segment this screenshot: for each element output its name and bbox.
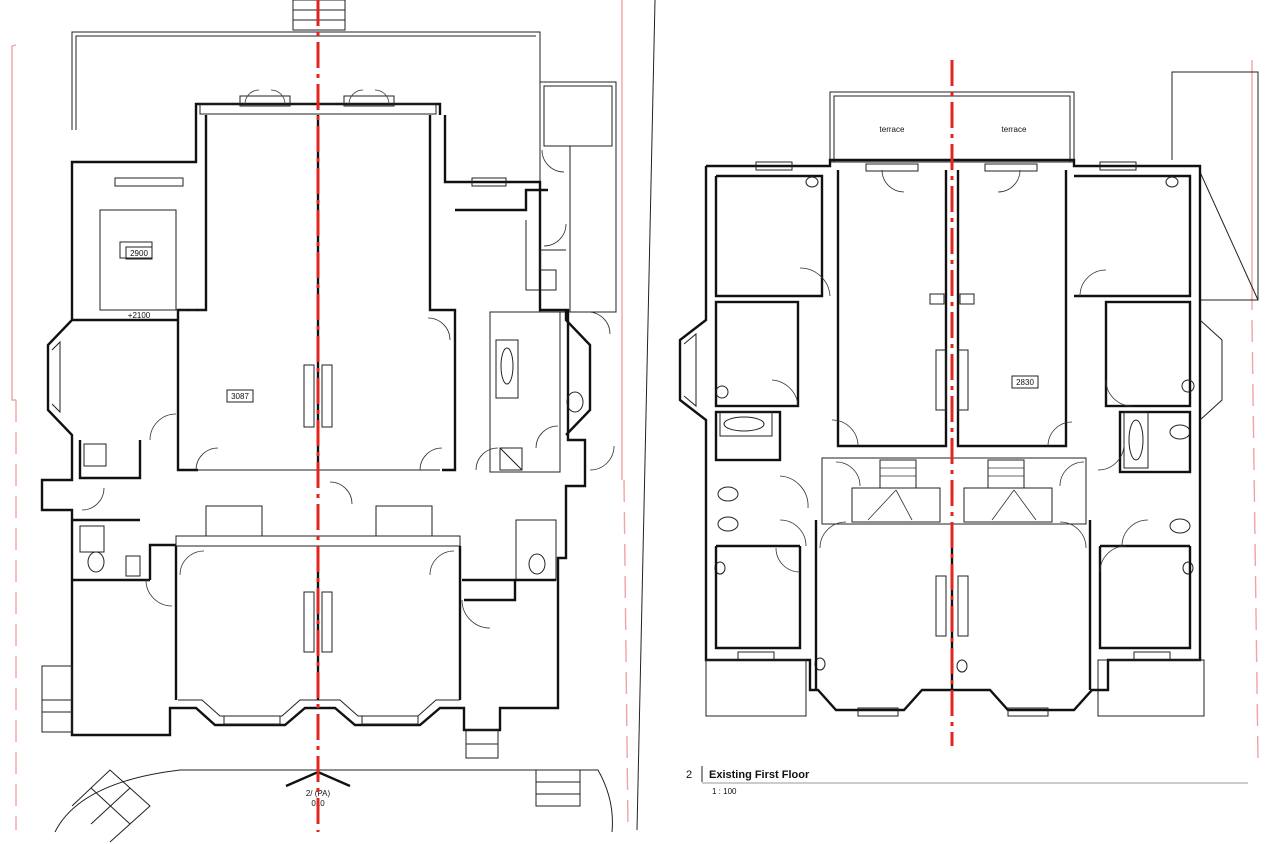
first-floor-plan: terrace terrace (678, 60, 1259, 746)
first-floor-stairs (821, 457, 1087, 525)
dim-2900: 2900 (130, 249, 148, 258)
door-swings (81, 149, 615, 629)
dim-3087: 3087 (231, 392, 249, 401)
ground-floor-plan: 2900 +2100 3087 2/ (PA) 010 (40, 0, 617, 843)
view-scale: 1 : 100 (712, 787, 737, 796)
section-ref: 2/ (PA) (306, 789, 331, 798)
terrace-label-left: terrace (880, 125, 905, 134)
first-floor-door-swings (771, 169, 1149, 573)
dim-plus-2100: +2100 (128, 311, 151, 320)
view-title: Existing First Floor (709, 769, 810, 781)
site-boundaries (11, 0, 1259, 831)
terrace-label-right: terrace (1002, 125, 1027, 134)
french-doors-rear (239, 89, 395, 107)
view-number: 2 (686, 769, 692, 781)
dim-2830: 2830 (1016, 378, 1034, 387)
view-title-block: 2 Existing First Floor 1 : 100 (686, 766, 1248, 796)
